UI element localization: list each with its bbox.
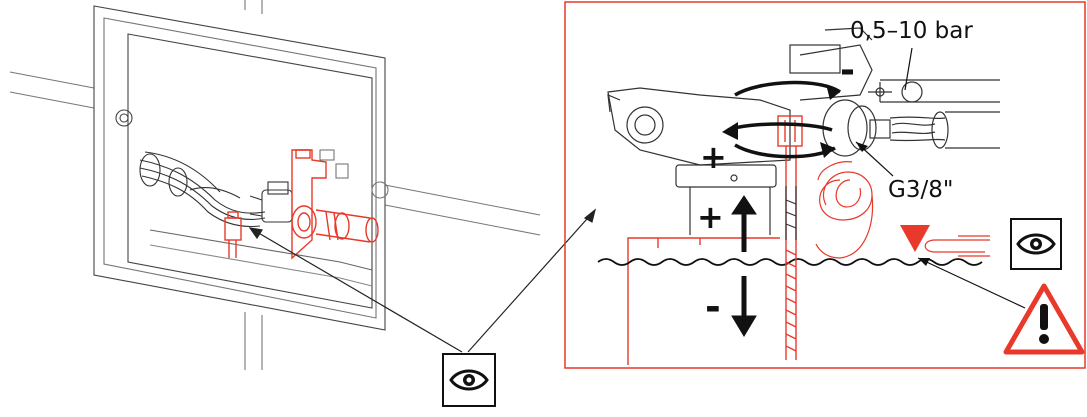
- water-level-marking: [815, 161, 990, 259]
- detail-panel-frame: [564, 1, 1086, 369]
- height-adjust-arrows: [731, 195, 757, 337]
- pressure-range-label: 0,5–10 bar: [850, 18, 973, 44]
- minus-label-side: -: [705, 285, 721, 329]
- eye-icon: [442, 353, 496, 407]
- plus-label-side: +: [697, 198, 724, 236]
- leader-lines: [248, 208, 597, 353]
- overview-view: [9, 0, 541, 370]
- plus-label-top: +: [700, 138, 727, 176]
- refill-tube: [777, 115, 803, 360]
- fill-valve-body: [249, 181, 293, 223]
- wall-frame-lines: [9, 0, 541, 370]
- float-valve-highlight: [224, 149, 379, 260]
- warning-leader-line: [917, 257, 1026, 309]
- thread-size-label: G3/8": [888, 177, 953, 203]
- inspection-panel: [93, 5, 386, 331]
- mounting-screw: [115, 109, 133, 127]
- water-level-marker-icon: [900, 225, 930, 252]
- minus-label-top: -: [840, 50, 855, 91]
- water-surface-line: [597, 258, 983, 266]
- fill-valve-detail: [607, 27, 1000, 235]
- cistern-tank: [627, 237, 780, 365]
- supply-hose-bundle: [139, 151, 266, 228]
- eye-icon: [1010, 218, 1062, 270]
- warning-icon: [1003, 283, 1085, 355]
- inspection-opening: [127, 33, 373, 309]
